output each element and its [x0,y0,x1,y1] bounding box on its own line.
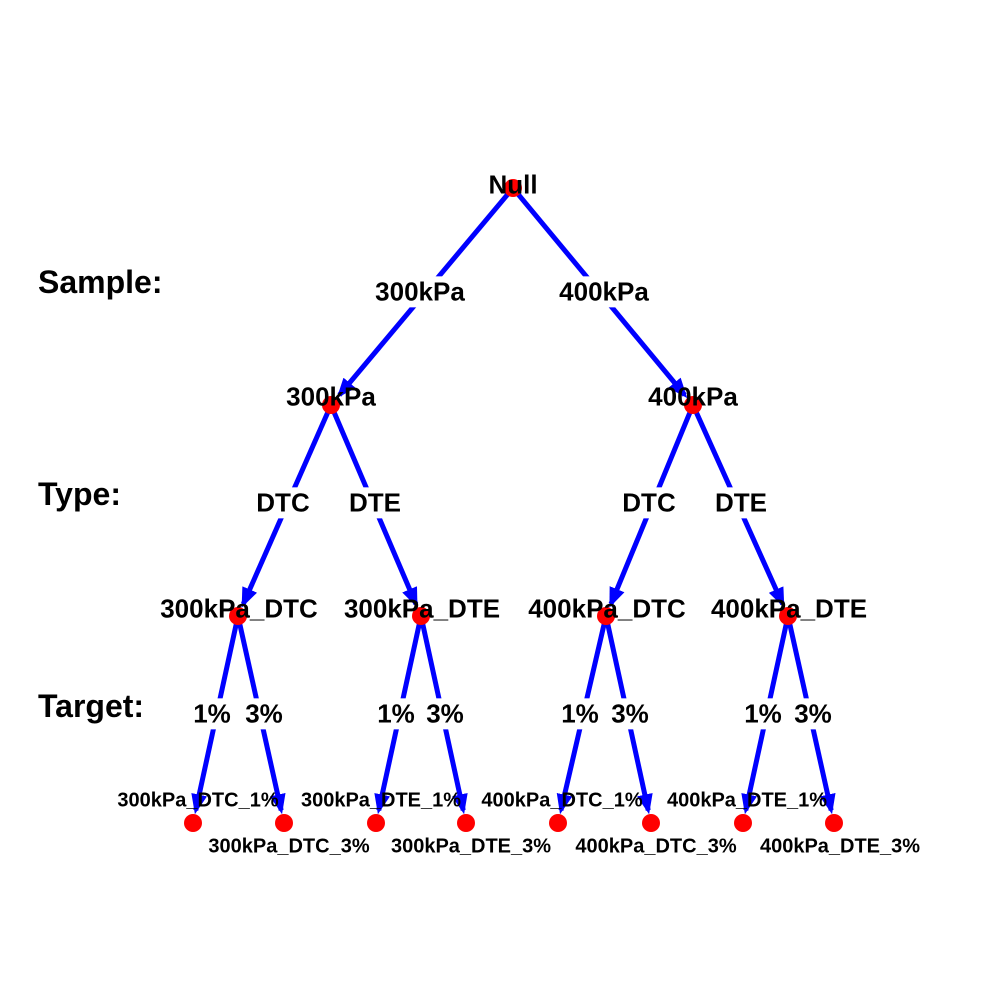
tree-edge-400kPa_DTE-to-400kPa_DTE_1% [741,617,791,815]
tree-node-dot-400kPa_DTE_3% [825,814,843,832]
tree-edge-400kPa_DTE-to-400kPa_DTE_3% [785,617,836,815]
tree-node-dot-400kPa_DTE [779,607,797,625]
tree-edge-300kPa_DTE-to-300kPa_DTE_1% [374,617,424,815]
tree-edge-400kPa_DTC-to-400kPa_DTC_3% [603,617,653,815]
tree-edge-300kPa_DTC-to-300kPa_DTC_3% [235,617,286,815]
tree-node-dot-400kPa_DTC [597,607,615,625]
tree-node-dot-300kPa_DTC_1% [184,814,202,832]
tree-node-dot-300kPa_DTE [412,607,430,625]
tree-edge-400kPa_DTC-to-400kPa_DTC_1% [556,617,608,815]
tree-node-dot-400kPa_DTC_3% [642,814,660,832]
tree-node-dot-400kPa_DTE_1% [734,814,752,832]
tree-node-dot-Null [504,179,522,197]
tree-node-dot-300kPa [322,396,340,414]
tree-edge-300kPa_DTE-to-300kPa_DTE_3% [418,617,468,815]
tree-node-dot-300kPa_DTE_3% [457,814,475,832]
tree-edge-300kPa-to-300kPa_DTE [329,405,419,608]
tree-edge-300kPa-to-300kPa_DTC [240,405,333,608]
tree-edge-400kPa-to-400kPa_DTC [608,405,695,608]
tree-edge-Null-to-300kPa [336,187,514,399]
tree-edge-400kPa-to-400kPa_DTE [691,405,785,608]
tree-node-dot-300kPa_DTE_1% [367,814,385,832]
tree-node-dot-400kPa [684,396,702,414]
tree-edge-Null-to-400kPa [512,187,688,399]
tree-node-dot-300kPa_DTC [229,607,247,625]
tree-edge-300kPa_DTC-to-300kPa_DTC_1% [191,617,241,815]
tree-node-dot-300kPa_DTC_3% [275,814,293,832]
tree-node-dot-400kPa_DTC_1% [549,814,567,832]
